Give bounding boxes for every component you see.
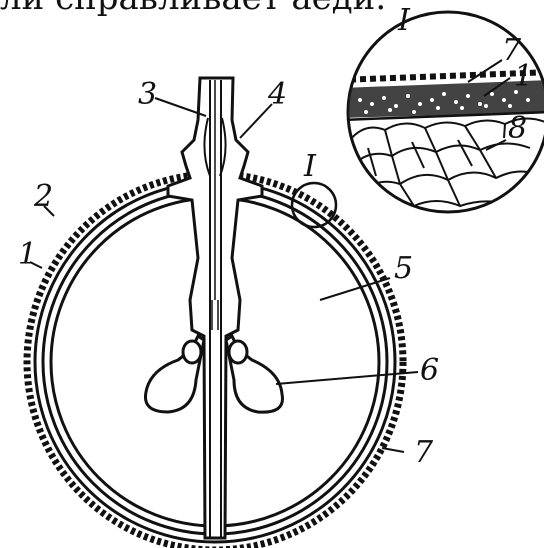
label-1: 1 — [18, 237, 37, 272]
label-6: 6 — [420, 353, 439, 388]
label-inset-1: 1 — [514, 59, 533, 94]
label-5: 5 — [394, 251, 413, 286]
label-inset-marker: I — [303, 149, 317, 184]
label-2: 2 — [33, 179, 53, 214]
label-inset-roman: I — [397, 3, 411, 38]
label-3: 3 — [138, 77, 157, 112]
label-inset-8: 8 — [508, 111, 527, 146]
label-7: 7 — [414, 435, 434, 470]
label-4: 4 — [267, 77, 287, 112]
